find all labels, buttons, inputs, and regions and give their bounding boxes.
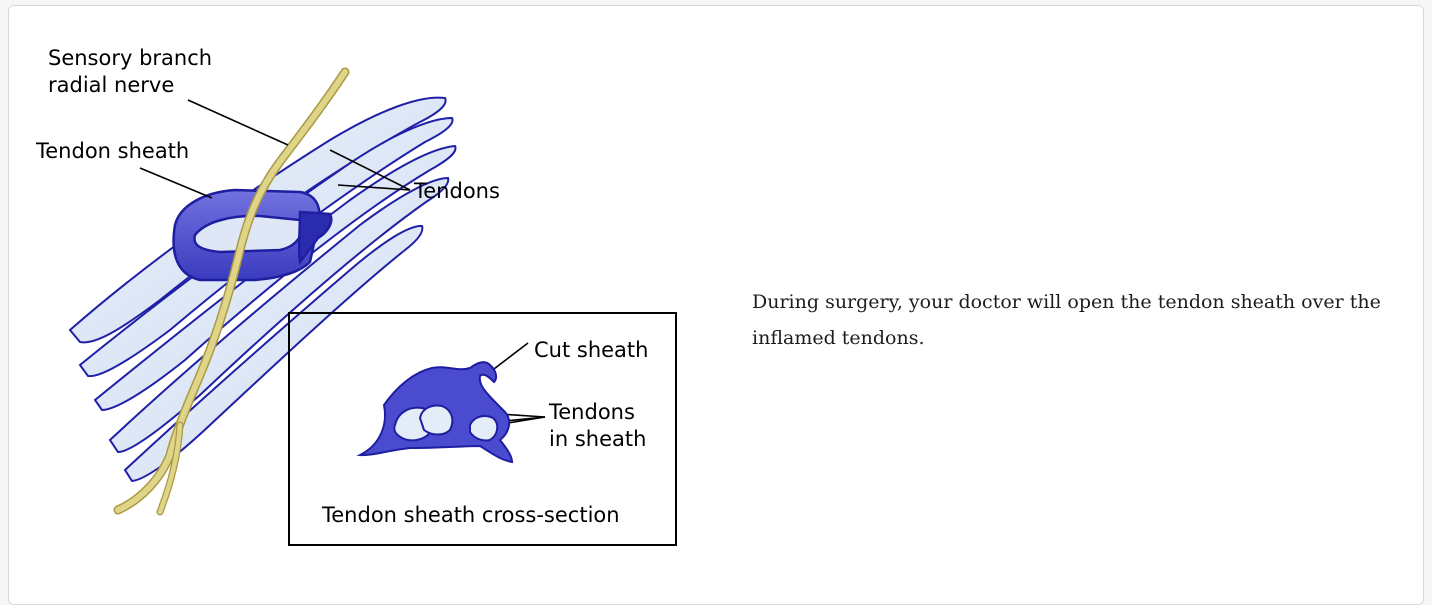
tendon-sheath-illustration: Sensory branch radial nerve Tendon sheat… [0,0,700,589]
figure-caption: During surgery, your doctor will open th… [752,284,1392,356]
label-tendon-sheath: Tendon sheath [36,138,189,165]
label-tendons: Tendons [414,178,500,205]
label-cross-section-caption: Tendon sheath cross-section [322,502,620,529]
label-tendons-in-sheath: Tendons in sheath [549,399,646,453]
label-sensory-branch-radial-nerve: Sensory branch radial nerve [48,45,212,99]
label-cut-sheath: Cut sheath [534,337,648,364]
